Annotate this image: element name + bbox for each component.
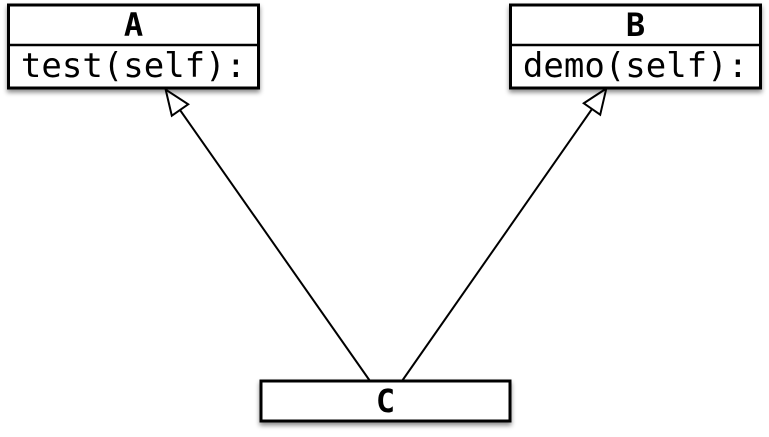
class-node-a-box xyxy=(7,3,260,90)
class-node-a: A test(self): xyxy=(7,3,260,90)
class-node-a-method: test(self): xyxy=(21,46,246,86)
class-node-c-box xyxy=(259,379,512,423)
class-node-b-title: B xyxy=(626,6,645,44)
class-node-b-box xyxy=(509,3,762,90)
class-node-b: B demo(self): xyxy=(509,3,762,90)
class-node-c-title: C xyxy=(376,382,395,420)
class-node-c: C xyxy=(259,379,512,423)
inheritance-edge-c-to-a xyxy=(164,87,371,382)
class-node-b-method: demo(self): xyxy=(523,46,748,86)
inheritance-edge-c-to-b xyxy=(401,86,608,382)
class-node-a-title: A xyxy=(124,6,143,44)
